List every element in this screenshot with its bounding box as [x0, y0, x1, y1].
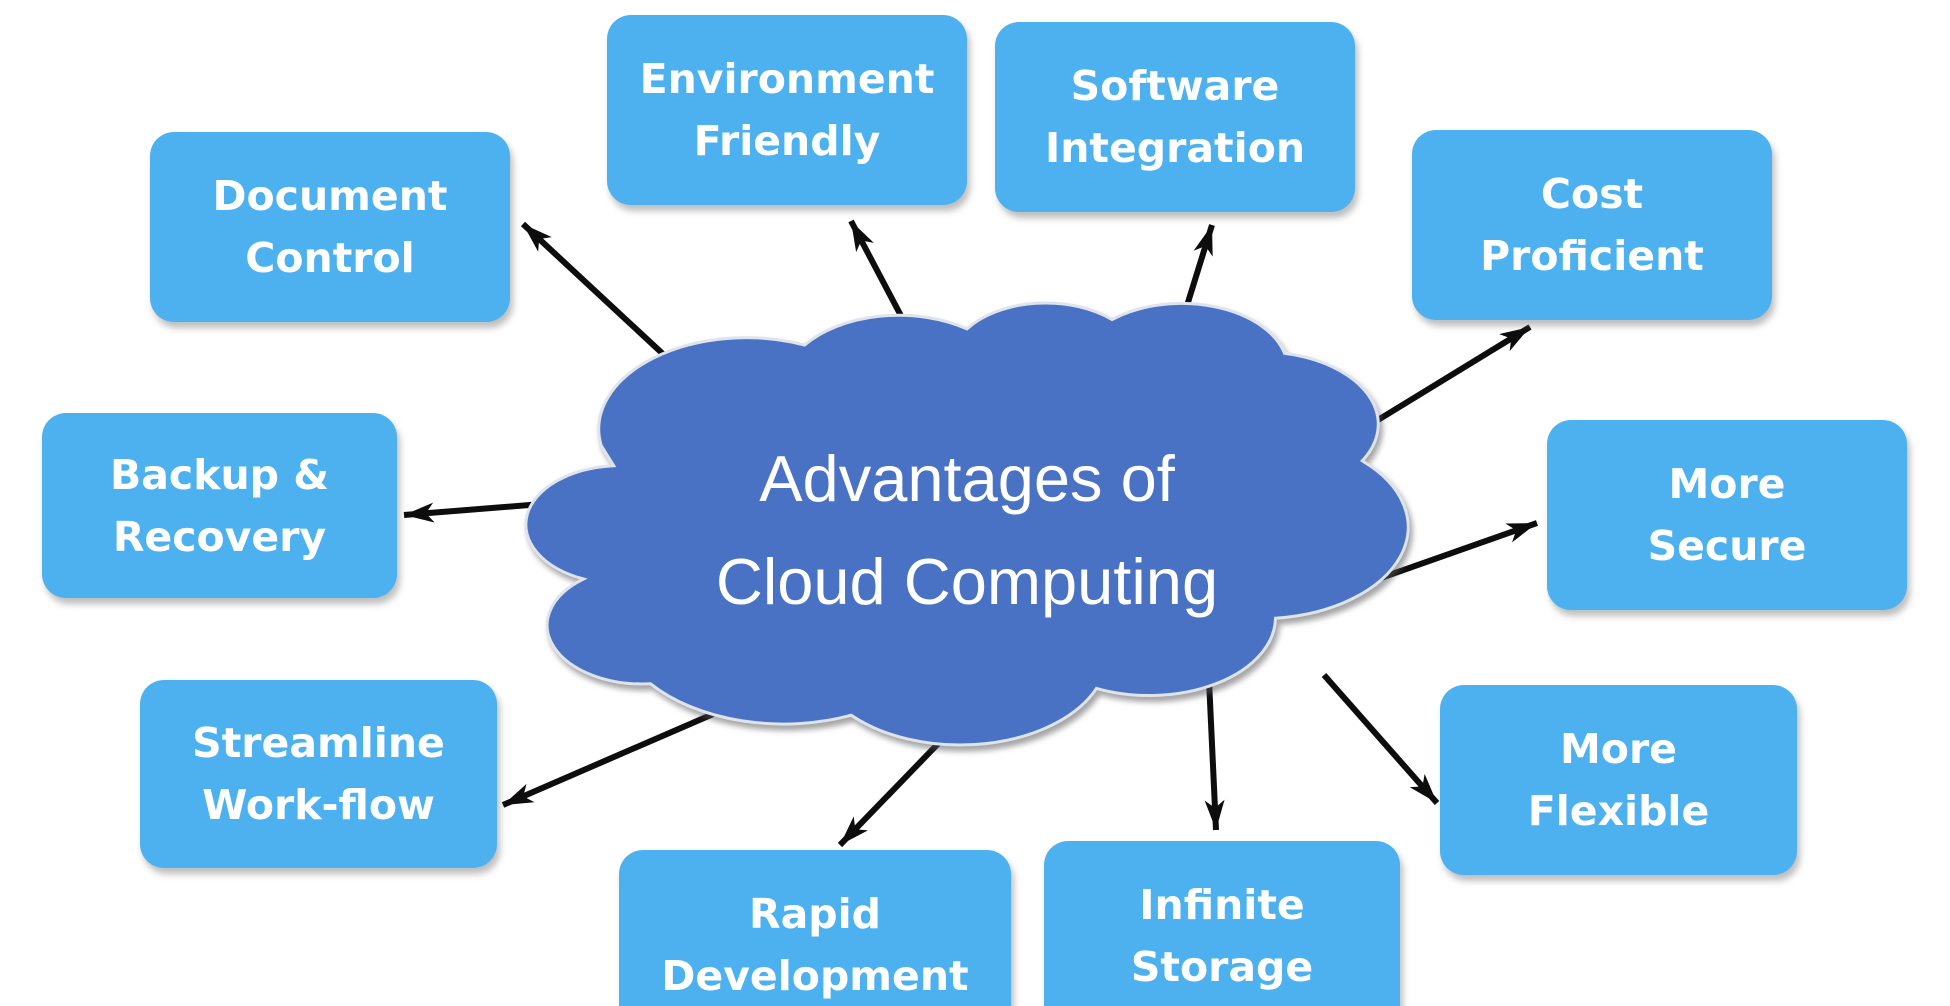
node-label-line: Proficient [1480, 232, 1704, 280]
node-software-integration: Software Integration [995, 22, 1355, 212]
node-label-line: Storage [1130, 943, 1314, 991]
node-label-line: Document [212, 172, 448, 220]
node-label-line: Infinite [1139, 881, 1305, 929]
node-label-line: Cost [1540, 170, 1644, 218]
node-label-line: Rapid [749, 890, 881, 938]
node-label-line: Work-flow [202, 781, 435, 829]
node-label-line: More [1668, 460, 1786, 508]
node-label-line: Environment [639, 55, 935, 103]
node-environment-friendly: Environment Friendly [607, 15, 967, 205]
arrow-more-flexible [1321, 673, 1440, 805]
node-label-line: Integration [1044, 124, 1306, 172]
node-cost-proficient: Cost Proficient [1412, 130, 1772, 320]
node-rapid-development: Rapid Development [619, 850, 1011, 1006]
node-label-line: Friendly [693, 117, 881, 165]
node-streamline-workflow: Streamline Work-flow [140, 680, 497, 868]
node-label-line: Streamline [192, 719, 445, 767]
center-cloud-shape [524, 301, 1410, 747]
node-label-line: Secure [1647, 522, 1807, 570]
node-infinite-storage: Infinite Storage [1044, 841, 1400, 1006]
node-label-line: Development [661, 952, 969, 1000]
node-label-line: Flexible [1527, 787, 1710, 835]
node-label-line: Recovery [112, 512, 327, 561]
node-document-control: Document Control [150, 132, 510, 322]
node-label-line: Backup & [109, 450, 330, 499]
node-backup-recovery: Backup & Recovery [42, 413, 397, 598]
node-label-line: Control [245, 234, 415, 282]
node-more-secure: More Secure [1547, 420, 1907, 610]
node-label-line: More [1560, 725, 1677, 773]
arrow-infinite-storage [1204, 679, 1225, 831]
node-more-flexible: More Flexible [1440, 685, 1797, 875]
node-label-line: Software [1070, 62, 1280, 110]
